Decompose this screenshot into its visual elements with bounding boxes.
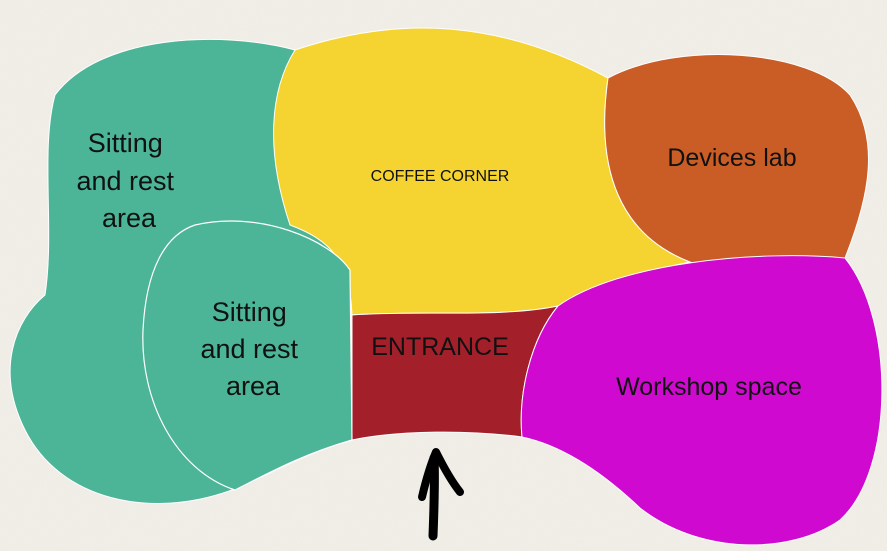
zone-sitting-inner [142,220,353,491]
entrance-label: ENTRANCE [371,333,509,361]
zone-workshop-space [520,255,883,546]
workshop-space-label: Workshop space [616,373,802,401]
sitting-inner-label: Sitting and rest area [200,297,305,401]
up-arrow-icon [418,448,464,541]
sitting-inner-label-line-1: Sitting [212,297,287,327]
sitting-outer-label-line-2: and rest [76,166,174,196]
devices-lab-label: Devices lab [667,144,796,172]
coffee-corner-label: COFFEE CORNER [371,168,510,185]
sitting-outer-label-line-1: Sitting [88,128,163,158]
sitting-outer-label: Sitting and rest area [76,128,181,233]
sitting-inner-label-line-2: and rest [200,334,298,364]
sitting-outer-label-line-3: area [102,203,157,233]
sitting-inner-label-line-3: area [226,371,281,401]
